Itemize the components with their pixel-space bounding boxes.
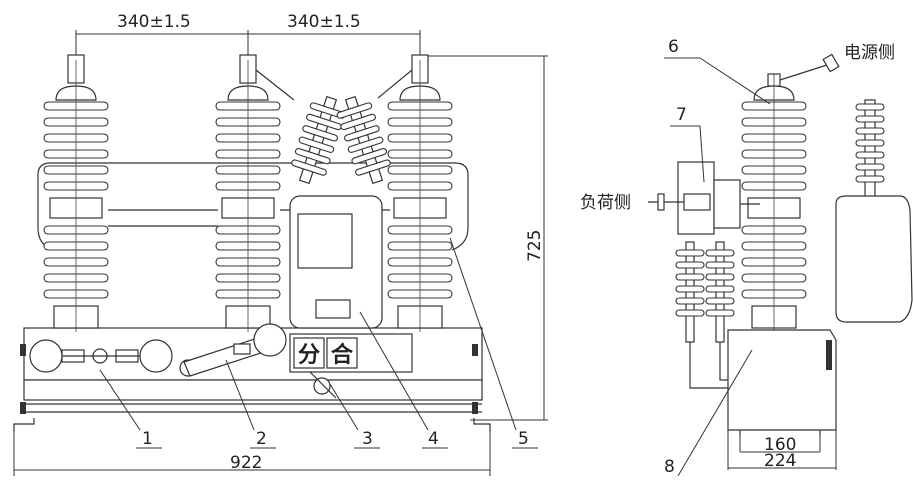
side-view: 160 224 6 7 8 电源侧 负荷侧 xyxy=(580,37,913,477)
width-label: 922 xyxy=(230,453,262,473)
load-side-box xyxy=(648,161,760,235)
open-indicator-label: 分 xyxy=(298,343,320,368)
height-label: 725 xyxy=(525,230,545,262)
callout-2: 2 xyxy=(256,429,267,449)
callout-5: 5 xyxy=(518,429,529,449)
side-width-dimensions: 160 224 xyxy=(727,430,837,471)
load-side-bushings xyxy=(675,241,735,389)
side-outer-label: 224 xyxy=(764,451,796,471)
ct-bushing-left xyxy=(291,95,346,185)
front-view: 340±1.5 340±1.5 725 xyxy=(13,12,548,476)
spacing-label-left: 340±1.5 xyxy=(117,12,191,32)
callout-1: 1 xyxy=(142,429,153,449)
side-pole xyxy=(741,53,840,400)
width-dimension: 922 xyxy=(13,432,491,476)
callouts-front: 1 2 3 4 5 xyxy=(99,237,538,449)
power-side-label: 电源侧 xyxy=(844,43,895,63)
callout-4: 4 xyxy=(428,429,439,449)
pole-middle xyxy=(215,54,281,332)
status-panel: 分 合 xyxy=(289,333,413,373)
spacing-label-right: 340±1.5 xyxy=(287,12,361,32)
ct-bushing-right xyxy=(336,95,391,185)
close-indicator-label: 合 xyxy=(331,342,354,368)
side-inner-label: 160 xyxy=(764,435,796,455)
ct-housing xyxy=(289,195,383,329)
phase-spacing-dimension: 340±1.5 340±1.5 xyxy=(75,12,421,62)
callout-3: 3 xyxy=(362,429,373,449)
power-side-bushing xyxy=(835,99,913,323)
callout-6: 6 xyxy=(668,37,679,57)
callout-8: 8 xyxy=(664,457,675,476)
load-side-label: 负荷侧 xyxy=(580,193,631,213)
operating-mechanism xyxy=(29,323,337,399)
side-tank xyxy=(727,329,837,436)
callout-7: 7 xyxy=(676,105,687,125)
pole-left xyxy=(43,54,109,332)
callouts-side: 6 7 8 电源侧 负荷侧 xyxy=(580,37,895,477)
pole-right xyxy=(387,54,453,332)
height-dimension: 725 xyxy=(420,55,548,421)
